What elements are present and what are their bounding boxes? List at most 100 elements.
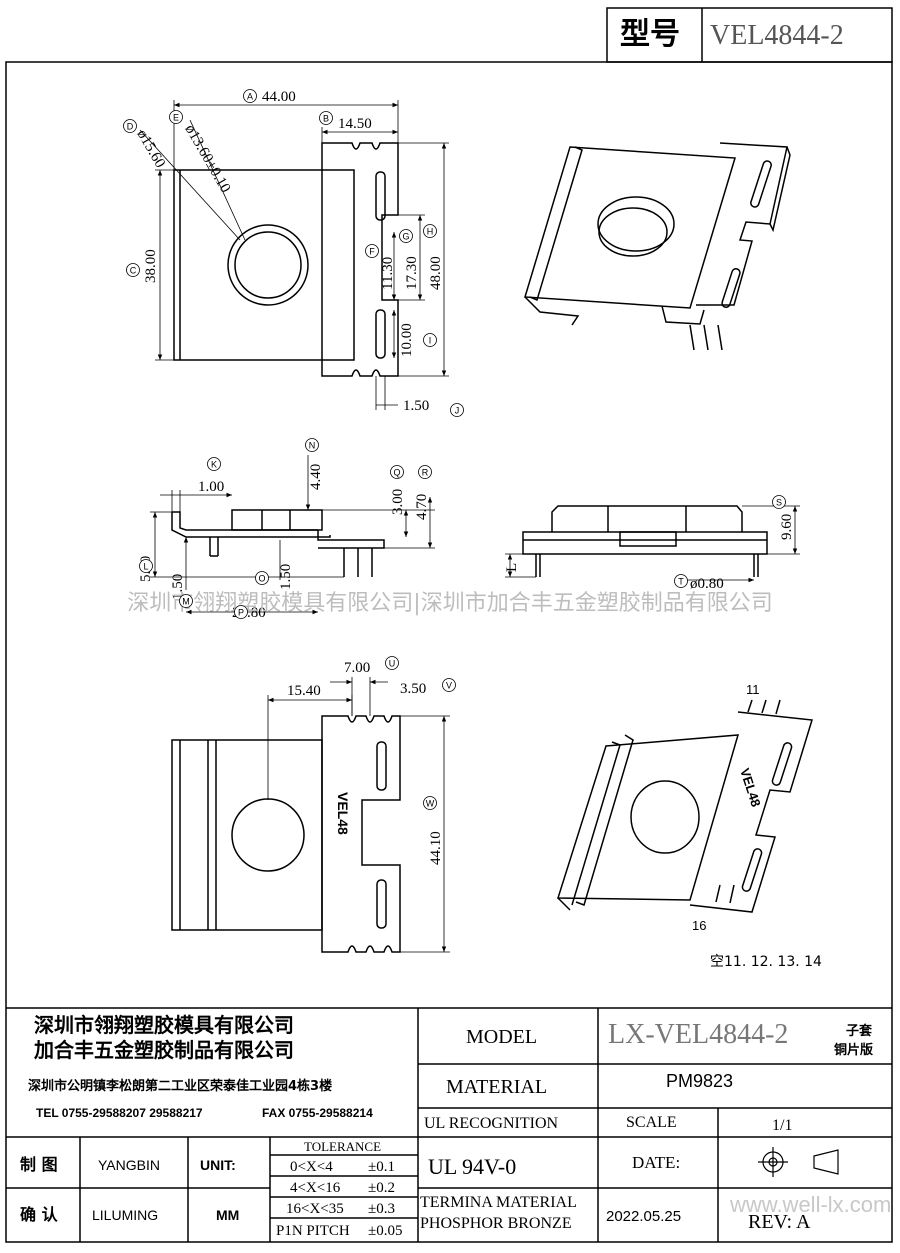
sheet-border [5,61,893,1243]
bottom-terminal-plate [321,715,401,953]
dim-N-value: 4.40 [308,464,324,490]
dimension-bubble: V [442,678,456,692]
front-slot-bottom [375,309,386,359]
dim-G-value: 17.30 [404,256,420,290]
model-value: LX-VEL4844-2 [608,1019,788,1050]
ul-label: UL RECOGNITION [424,1115,559,1132]
dimension-bubble: U [385,656,399,670]
dimension-bubble: S [772,495,786,509]
dimension-bubble: B [319,111,333,125]
front-terminal-plate [321,142,399,377]
terminal-label-2: PHOSPHOR BRONZE [420,1215,572,1232]
tolerance-range: P1N PITCH [276,1223,350,1239]
pin-last-label: 16 [692,918,706,933]
side-view [171,509,385,577]
dimension-bubble-letter: O [258,574,265,584]
dimension-bubble-letter: G [402,232,409,242]
dimension-bubble: R [418,465,432,479]
dimension-bubble: K [207,457,221,471]
dimension-bubble: L [139,559,153,573]
dim-Q-value: 3.00 [390,489,406,515]
dim-I-value: 10.00 [399,323,415,357]
dimension-bubble: N [305,438,319,452]
iso-bottom-mark: VEL48 [737,766,764,808]
company-tel: TEL 0755-29588207 29588217 [36,1106,203,1120]
tolerance-value: ±0.2 [368,1180,395,1196]
company-fax: FAX 0755-29588214 [262,1106,373,1120]
iso-top-bore-outer [597,196,675,252]
iso-top-flange [524,146,736,309]
dim-F-value: 11.30 [380,257,396,290]
tolerance-value: ±0.3 [368,1201,395,1217]
dim-C-value: 38.00 [143,249,159,283]
unit-label: UNIT: [200,1157,236,1173]
bottom-mark: VEL48 [335,792,351,835]
dimension-bubble: H [423,224,437,238]
drawn-label: 制 图 [20,1155,58,1174]
front-view [173,142,399,377]
tolerance-range: 4<X<16 [290,1180,341,1196]
dimension-bubble: I [423,333,437,347]
dim-J-value: 1.50 [403,398,429,414]
dim-V-value: 3.50 [400,681,426,697]
dimension-bubble: E [169,110,183,124]
model-label: MODEL [466,1026,537,1048]
date-value: 2022.05.25 [606,1208,681,1225]
dimension-bubble: W [423,796,437,810]
dimension-bubble-letter: P [238,608,244,618]
front-bore-inner [234,231,302,299]
side-bobbin-body [231,509,323,531]
pin-note: 空11. 12. 13. 14 [710,954,822,970]
dimension-bubble-letter: V [446,681,452,691]
iso-bottom-terminal-plate [689,711,813,913]
tolerance-range: 0<X<4 [290,1159,333,1175]
iso-bottom-view [556,699,813,913]
dimension-bubble-letter: U [389,659,396,669]
drawn-by: YANGBIN [98,1157,160,1173]
iso-top-view [524,142,791,351]
dimension-bubble: M [179,594,193,608]
dimension-bubble-letter: N [309,441,316,451]
dim-H-value: 48.00 [428,256,444,290]
rev-label: REV: A [748,1211,811,1233]
dim-W-value: 44.10 [428,831,444,865]
checked-label: 确 认 [20,1205,59,1224]
end-view [522,505,768,577]
dim-a-value: 15.40 [287,683,321,699]
iso-bottom-core-hole [630,780,700,854]
dim-M-value: 1.50 [170,574,186,600]
tolerance-title: TOLERANCE [304,1139,381,1154]
dimension-bubble-letter: S [776,498,782,508]
tolerance-rows: 0<X<4 ±0.1 4<X<16 ±0.2 16<X<35 ±0.3 P1N … [276,1159,402,1239]
dimension-bubble: A [243,89,257,103]
dim-end-L-value: L [504,563,520,572]
dimension-bubble-letter: T [678,577,684,587]
dimension-bubble: J [450,403,464,417]
model-note-1: 子套 [846,1023,873,1039]
dimension-bubble-letter: A [247,92,253,102]
dimension-bubble-letter: K [211,460,217,470]
dimension-bubble-letter: B [323,114,329,124]
front-bore-outer [227,224,309,306]
end-top-body [551,505,743,532]
dim-S-value: 9.60 [779,514,795,540]
pin-first-label: 11 [746,682,760,697]
bottom-slot-bottom [376,879,387,929]
company-address: 深圳市公明镇李松朗第二工业区荣泰佳工业园4栋3楼 [28,1078,332,1094]
dim-U-value: 7.00 [344,660,370,676]
dim-A-value: 44.00 [262,89,296,105]
header-model-label: 型号 [620,17,680,52]
dimension-bubble-letter: H [427,227,434,237]
dimension-bubble: O [255,571,269,585]
checked-by: LILUMING [92,1207,158,1223]
dim-K-value: 1.00 [198,479,224,495]
dimension-bubble-letter: F [369,247,375,257]
bottom-dim-lines [267,677,450,953]
dim-O-value: 1.50 [278,564,294,590]
company-cn-1: 深圳市翎翔塑胶模具有限公司 [34,1013,294,1037]
dimension-bubble: F [365,244,379,258]
scale-label: SCALE [626,1114,677,1131]
company-cn-2: 加合丰五金塑胶制品有限公司 [33,1038,294,1062]
